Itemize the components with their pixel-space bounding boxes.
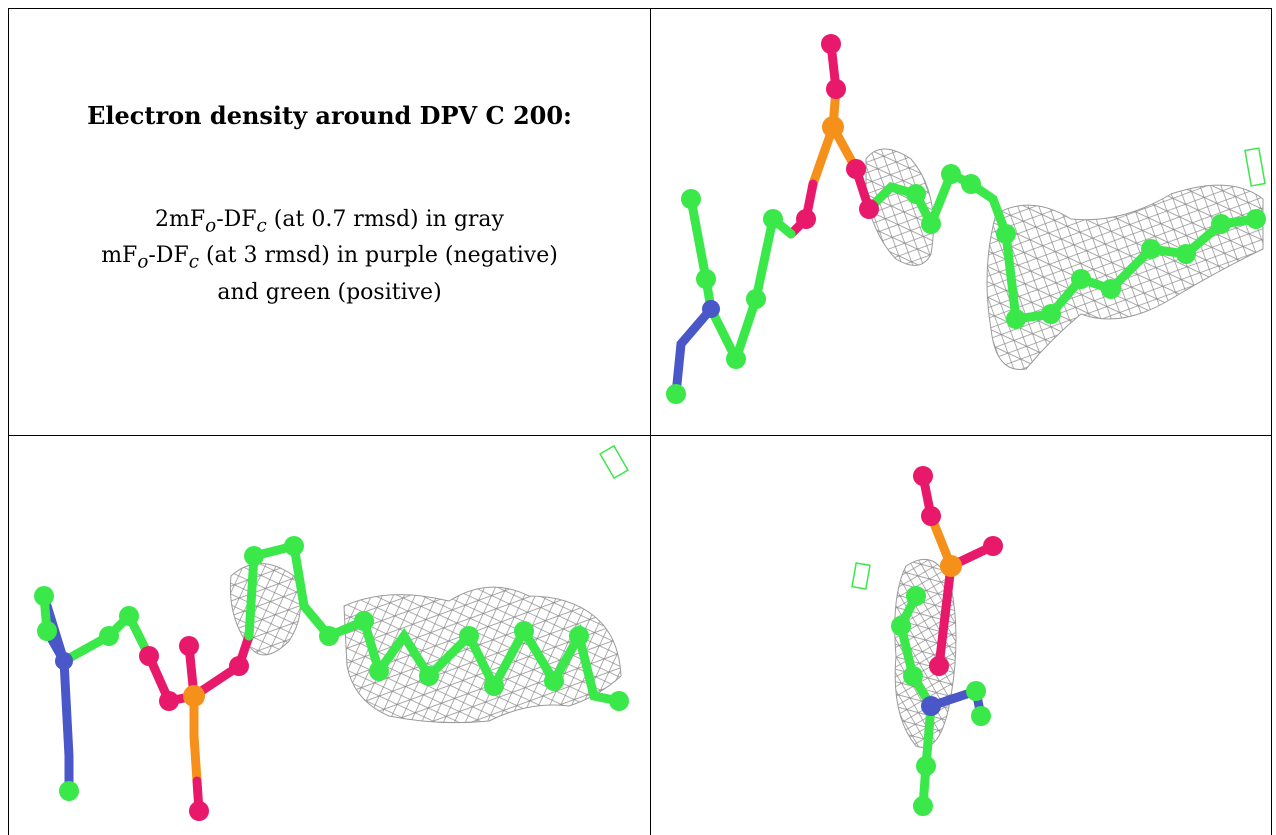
table-divider-horizontal [9,435,1271,436]
caption-cell: Electron density around DPV C 200: 2mFo-… [9,9,650,435]
molecule-view-1 [651,9,1271,435]
density-mesh-positive [851,562,871,590]
caption-description: 2mFo-DFc (at 0.7 rmsd) in gray mFo-DFc (… [9,205,650,308]
density-mesh-positive [599,444,629,480]
caption-title: Electron density around DPV C 200: [87,101,572,130]
molecule-view-2 [9,436,650,835]
molecule-view-3 [651,436,1271,835]
caption-line-1: 2mFo-DFc (at 0.7 rmsd) in gray [155,207,504,237]
table-divider-vertical [650,9,651,835]
molecule-view-3-image [851,466,1003,816]
caption-line-3: and green (positive) [217,279,442,305]
density-mesh-gray [865,148,934,266]
molecule-view-2-image [34,444,629,821]
caption-line-2: mFo-DFc (at 3 rmsd) in purple (negative) [101,243,558,273]
density-mesh-gray [229,563,301,656]
density-mesh-positive [1244,147,1266,187]
figure-table: Electron density around DPV C 200: 2mFo-… [8,8,1272,835]
molecule-view-1-image [666,34,1266,404]
